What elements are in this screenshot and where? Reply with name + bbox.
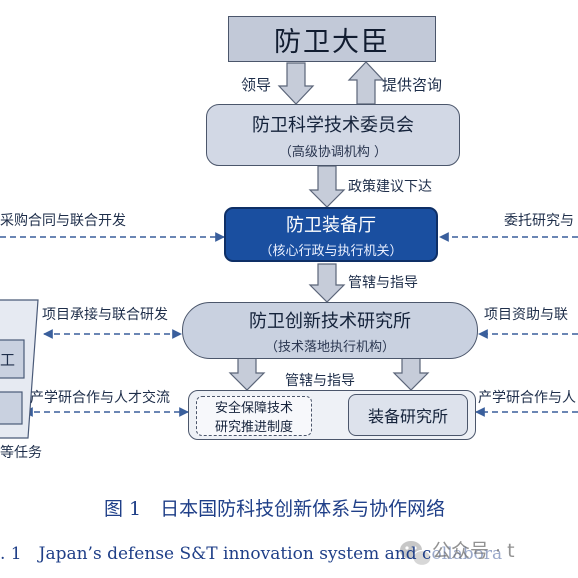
iuc-left-label: 产学研合作与人才交流 <box>30 390 170 406</box>
iuc-right-label: 产学研合作与人 <box>478 390 576 406</box>
watermark-text: 公众号 · t <box>430 536 517 563</box>
equipment-institute-label: 装备研究所 <box>367 407 448 426</box>
left-org-text-1: 工 <box>0 351 16 369</box>
agency-subtitle: （核心行政与执行机关） <box>259 243 403 259</box>
project-funding-label: 项目资助与联 <box>484 307 568 323</box>
govern-arrow-left <box>228 357 266 391</box>
minister-box: 防卫大臣 <box>228 16 436 62</box>
procure-label: 采购合同与联合开发 <box>0 213 126 229</box>
figure-caption-en: . 1 Japan’s defense S&T innovation syste… <box>0 544 503 564</box>
left-org-box-2 <box>0 391 23 425</box>
policy-arrow <box>308 165 346 208</box>
agency-box: 防卫装备厅 （核心行政与执行机关） <box>224 207 438 262</box>
advise-label: 提供咨询 <box>382 76 443 94</box>
entrust-label: 委托研究与 <box>504 213 574 229</box>
govern-arrow-1 <box>308 263 346 303</box>
advise-arrow <box>347 61 385 105</box>
project-undertake-label: 项目承接与联合研发 <box>42 307 168 323</box>
security-program-line1: 安全保障技术 <box>214 401 293 416</box>
equipment-institute-box: 装备研究所 <box>348 394 468 436</box>
left-org-text-bottom: 等任务 <box>0 445 42 461</box>
security-program-box: 安全保障技术 研究推进制度 <box>196 396 312 436</box>
policy-label: 政策建议下达 <box>348 179 432 195</box>
council-title: 防卫科学技术委员会 <box>252 114 414 136</box>
minister-label: 防卫大臣 <box>274 26 390 58</box>
security-program-line2: 研究推进制度 <box>214 420 293 435</box>
council-subtitle: （高级协调机构 ） <box>278 144 388 160</box>
lead-label: 领导 <box>241 76 272 94</box>
left-org-box-1 <box>0 339 25 379</box>
council-box: 防卫科学技术委员会 （高级协调机构 ） <box>206 104 460 166</box>
agency-title: 防卫装备厅 <box>286 214 376 236</box>
govern-label-1: 管辖与指导 <box>348 275 418 291</box>
govern-label-2: 管辖与指导 <box>285 373 355 389</box>
figure-caption-cn: 图 1 日本国防科技创新体系与协作网络 <box>104 498 446 520</box>
govern-arrow-right <box>392 357 430 391</box>
lead-arrow <box>277 62 315 105</box>
institute-title: 防卫创新技术研究所 <box>249 310 411 332</box>
institute-box: 防卫创新技术研究所 （技术落地执行机构） <box>182 302 478 359</box>
institute-subtitle: （技术落地执行机构） <box>264 339 395 355</box>
